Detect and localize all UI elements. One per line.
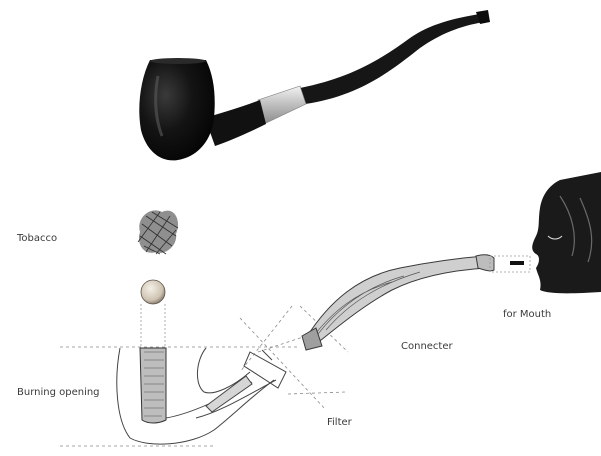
tobacco-shreds — [138, 210, 178, 254]
pipe-photo-bowl — [139, 60, 214, 160]
label-connecter: Connecter — [401, 341, 453, 352]
pipe-sketch-filter-slot — [206, 376, 252, 412]
tobacco-ball — [141, 280, 165, 304]
pipe-sketch-chamber — [140, 348, 166, 423]
pipe-photo — [139, 10, 490, 160]
label-burning-opening: Burning opening — [17, 387, 100, 398]
mouthpiece-slot — [510, 261, 524, 265]
label-tobacco: Tobacco — [17, 233, 57, 244]
stem-sketch-tip — [476, 255, 494, 271]
pipe-photo-silver-band — [258, 86, 306, 124]
pipe-photo-stem — [300, 14, 484, 104]
stem-sketch-body — [306, 256, 486, 344]
pipe-sketch — [117, 348, 286, 444]
tobacco-guide-lines — [141, 304, 165, 352]
head-silhouette — [532, 172, 601, 293]
pipe-photo-bowl-rim — [150, 58, 206, 64]
label-for-mouth: for Mouth — [503, 309, 551, 320]
label-filter: Filter — [327, 417, 352, 428]
